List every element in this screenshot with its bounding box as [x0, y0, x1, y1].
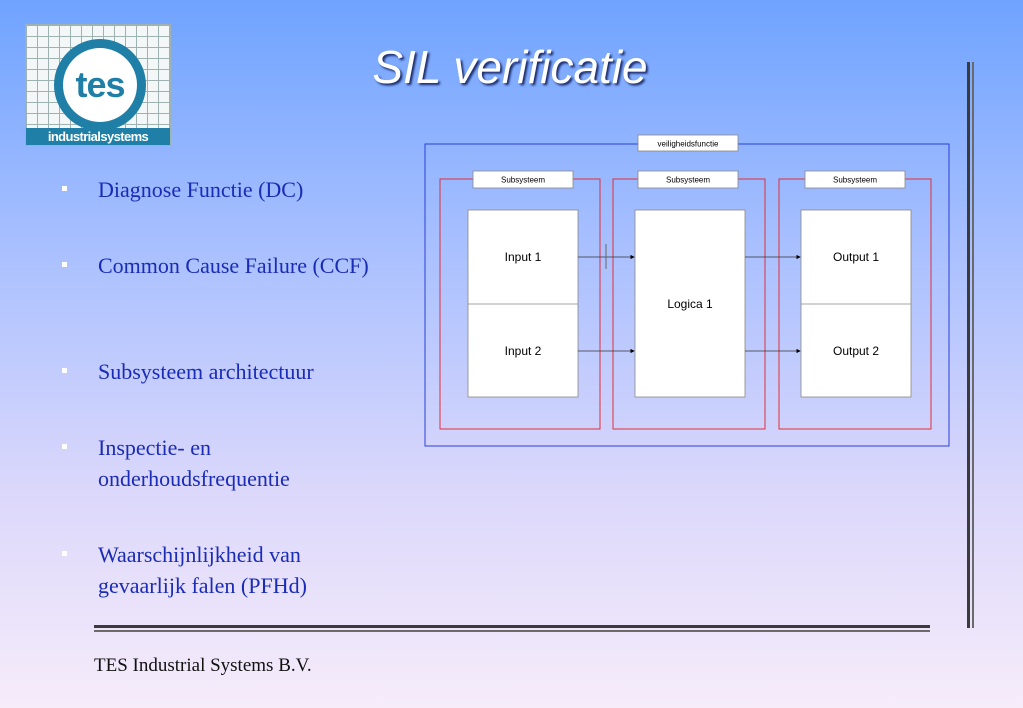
subsystem-label: Subsysteem [666, 176, 710, 185]
bullet-text: Inspectie- en onderhoudsfrequentie [98, 435, 290, 491]
logic-block [634, 209, 746, 398]
bullet-text: Subsysteem architectuur [98, 359, 314, 384]
subsystem-label-box [804, 170, 906, 189]
bullet-text: Common Cause Failure (CCF) [98, 253, 369, 278]
function-label: veiligheidsfunctie [658, 140, 719, 149]
bullet-item: Common Cause Failure (CCF) [62, 250, 369, 281]
bullet-marker-icon [62, 186, 67, 191]
bullet-text: Waarschijnlijkheid van gevaarlijk falen … [98, 542, 307, 598]
bullet-marker-icon [62, 551, 67, 556]
subsystem-label-box [637, 170, 739, 189]
bullet-item: Subsysteem architectuur [62, 356, 314, 387]
output-label: Output 1 [833, 250, 879, 264]
output-block [800, 209, 912, 398]
subsystem-label: Subsysteem [833, 176, 877, 185]
output-label: Output 2 [833, 344, 879, 358]
function-label-box [637, 134, 739, 152]
logic-label: Logica 1 [667, 297, 713, 311]
vertical-rule [972, 62, 974, 628]
input-label: Input 2 [505, 344, 542, 358]
page-title: SIL verificatie [372, 41, 648, 93]
bullet-item: Inspectie- en onderhoudsfrequentie [62, 432, 392, 494]
bullet-marker-icon [62, 368, 67, 373]
horizontal-rule [94, 630, 930, 632]
bullet-marker-icon [62, 262, 67, 267]
logo-ring: tes [54, 39, 146, 131]
subsystem-label-box [472, 170, 574, 189]
subsystem-label: Subsysteem [501, 176, 545, 185]
input-label: Input 1 [505, 250, 542, 264]
logo-bar-text: industrialsystems [26, 128, 170, 145]
bullet-marker-icon [62, 444, 67, 449]
logo-text: tes [63, 48, 137, 122]
horizontal-rule [94, 625, 930, 628]
tes-logo: tes industrialsystems [25, 24, 171, 146]
bullet-item: Diagnose Functie (DC) [62, 174, 303, 205]
bullet-item: Waarschijnlijkheid van gevaarlijk falen … [62, 539, 392, 601]
bullet-text: Diagnose Functie (DC) [98, 177, 304, 202]
input-block [467, 209, 579, 398]
footer-text: TES Industrial Systems B.V. [94, 655, 312, 676]
vertical-rule [967, 62, 970, 628]
